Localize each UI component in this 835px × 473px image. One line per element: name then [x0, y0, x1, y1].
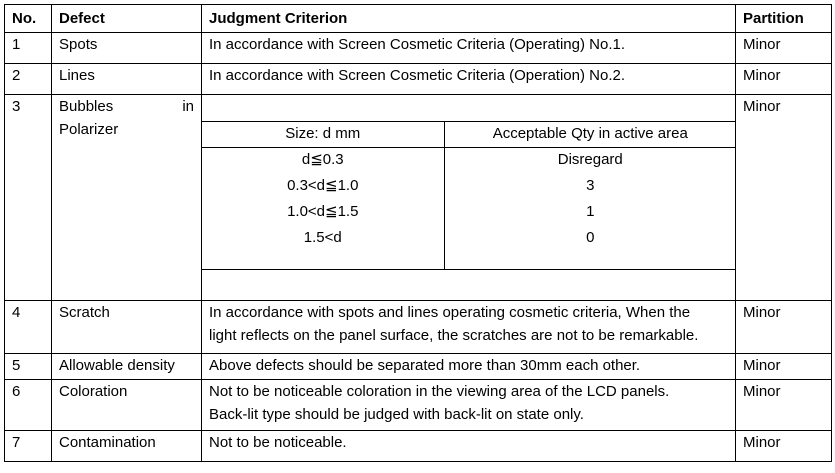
size-value: d≦0.3 — [202, 147, 445, 174]
row-partition: Minor — [735, 63, 832, 95]
size-value: 1.0<d≦1.5 — [202, 200, 445, 226]
qty-value: 0 — [586, 229, 595, 246]
defect-word-in: in — [182, 98, 194, 115]
bubble-size-table: Size: d mm Acceptable Qty in active area… — [202, 95, 736, 294]
defect-word-polarizer: Polarizer — [59, 121, 119, 138]
header-criterion: Judgment Criterion — [201, 4, 736, 33]
row-criterion: Above defects should be separated more t… — [201, 353, 736, 380]
row-defect: Lines — [51, 63, 202, 95]
row-criterion: In accordance with Screen Cosmetic Crite… — [201, 63, 736, 95]
defect-line-1: Bubbles in — [59, 95, 194, 118]
size-header: Size: d mm — [202, 121, 445, 148]
header-partition: Partition — [735, 4, 832, 33]
size-value: 0.3<d≦1.0 — [202, 174, 445, 200]
defect-criteria-table: No. Defect Judgment Criterion Partition … — [4, 4, 832, 462]
inner-blank-row — [202, 95, 736, 122]
qty-value: 1 — [586, 203, 595, 220]
criterion-line-2: light reflects on the panel surface, the… — [209, 327, 699, 344]
row-no: 5 — [4, 353, 52, 380]
row-defect: Coloration — [51, 379, 202, 431]
row-defect: Contamination — [51, 430, 202, 462]
inner-row: 1.0<d≦1.5 1 — [202, 200, 736, 226]
row-defect: Scratch — [51, 300, 202, 354]
row-defect: Bubbles in Polarizer — [51, 94, 202, 301]
row-no: 6 — [4, 379, 52, 431]
row-partition: Minor — [735, 430, 832, 462]
criterion-line-2: Back-lit type should be judged with back… — [209, 406, 584, 423]
row-criterion: Size: d mm Acceptable Qty in active area… — [201, 94, 736, 301]
table-row: 2 Lines In accordance with Screen Cosmet… — [4, 63, 832, 95]
table-row: 7 Contamination Not to be noticeable. Mi… — [4, 430, 832, 462]
row-partition: Minor — [735, 94, 832, 301]
table-row: 1 Spots In accordance with Screen Cosmet… — [4, 32, 832, 64]
size-value: 1.5<d — [202, 226, 445, 252]
table-row: 6 Coloration Not to be noticeable colora… — [4, 379, 832, 431]
row-partition: Minor — [735, 300, 832, 354]
qty-value: 3 — [586, 177, 595, 194]
defect-word-bubbles: Bubbles — [59, 98, 114, 115]
table-row: 3 Bubbles in Polarizer Size: d mm Accept… — [4, 94, 832, 301]
criterion-line-1: In accordance with spots and lines opera… — [209, 304, 691, 321]
row-partition: Minor — [735, 32, 832, 64]
row-no: 1 — [4, 32, 52, 64]
table-row: 4 Scratch In accordance with spots and l… — [4, 300, 832, 354]
row-criterion: In accordance with spots and lines opera… — [201, 300, 736, 354]
row-criterion: Not to be noticeable. — [201, 430, 736, 462]
row-no: 3 — [4, 94, 52, 301]
inner-row: 0.3<d≦1.0 3 — [202, 174, 736, 200]
qty-header: Acceptable Qty in active area — [444, 121, 736, 148]
inner-blank-row — [202, 269, 736, 294]
row-defect: Allowable density — [51, 353, 202, 380]
inner-gap-row — [202, 252, 736, 270]
inner-row: 1.5<d 0 — [202, 226, 736, 252]
row-no: 7 — [4, 430, 52, 462]
header-row: No. Defect Judgment Criterion Partition — [4, 4, 832, 33]
qty-value: Disregard — [557, 151, 623, 168]
criterion-line-1: Not to be noticeable coloration in the v… — [209, 383, 670, 400]
inner-header-row: Size: d mm Acceptable Qty in active area — [202, 121, 736, 148]
row-no: 4 — [4, 300, 52, 354]
inner-row: d≦0.3 Disregard — [202, 147, 736, 174]
row-criterion: Not to be noticeable coloration in the v… — [201, 379, 736, 431]
header-no: No. — [4, 4, 52, 33]
row-no: 2 — [4, 63, 52, 95]
header-defect: Defect — [51, 4, 202, 33]
row-partition: Minor — [735, 353, 832, 380]
row-defect: Spots — [51, 32, 202, 64]
row-criterion: In accordance with Screen Cosmetic Crite… — [201, 32, 736, 64]
row-partition: Minor — [735, 379, 832, 431]
table-row: 5 Allowable density Above defects should… — [4, 353, 832, 380]
